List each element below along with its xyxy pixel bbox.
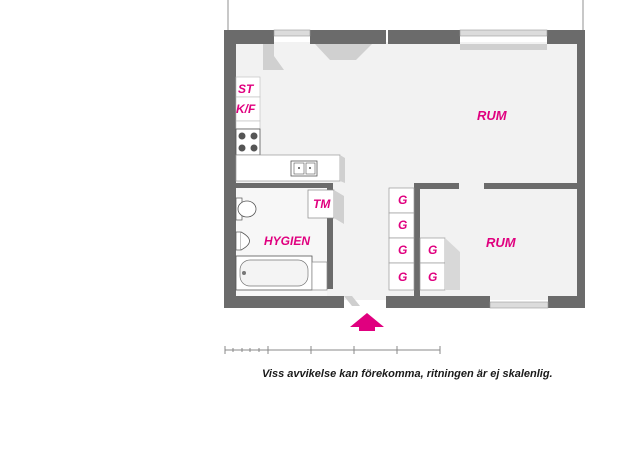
fixture-label-kf: K/F — [236, 102, 256, 116]
disclaimer-text: Viss avvikelse kan förekomma, ritningen … — [262, 368, 553, 380]
interior-walls — [235, 183, 578, 298]
fixture-label-tm: TM — [313, 197, 331, 211]
sink-icon — [290, 160, 318, 177]
wall-shadows — [263, 44, 547, 70]
room-label-rum-large: RUM — [477, 108, 508, 123]
room-label-hygien: HYGIEN — [264, 234, 310, 248]
bathtub-icon — [235, 255, 313, 291]
stove-icon — [235, 128, 261, 156]
outer-walls — [224, 30, 585, 308]
windows-top — [273, 29, 548, 37]
entrance-arrow-icon — [350, 313, 384, 331]
wardrobe-shadow — [445, 238, 460, 290]
entrance-shadow — [344, 296, 360, 306]
toilet-icon — [235, 197, 257, 221]
wardrobe-label-g: G — [398, 243, 407, 257]
balcony — [227, 0, 584, 30]
fixture-label-st: ST — [238, 82, 255, 96]
room-label-rum-small: RUM — [486, 235, 517, 250]
wardrobe-label-g: G — [398, 270, 407, 284]
wardrobe-label-g: G — [428, 270, 437, 284]
bathroom — [235, 188, 344, 296]
washbasin-icon — [235, 231, 250, 251]
window-bottom — [489, 301, 549, 309]
wardrobe-label-g: G — [398, 218, 407, 232]
wardrobe-label-g: G — [428, 243, 437, 257]
wardrobes — [388, 187, 446, 291]
wardrobe-label-g: G — [398, 193, 407, 207]
kitchen — [235, 76, 345, 183]
scale-bar-icon — [224, 346, 441, 354]
